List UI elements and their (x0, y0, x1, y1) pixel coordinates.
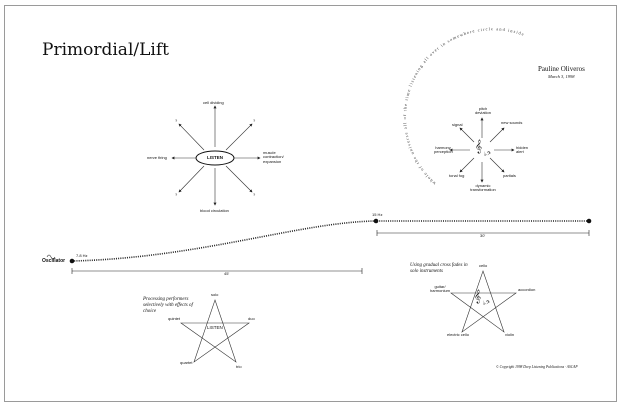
label-unknown-tl: ? (175, 118, 178, 123)
point-quartet: quartet (180, 360, 193, 365)
label-unknown-bl: ? (175, 192, 178, 197)
lift-node (373, 218, 379, 224)
label-tonal-fog: tonal fog (449, 173, 465, 178)
label-harmony-perception: harmony perception (434, 145, 453, 155)
label-dynamic-transformation: dynamic transformation (470, 183, 496, 193)
point-solo: solo (211, 292, 219, 297)
note-processing: Processing performers selectively with e… (143, 297, 193, 314)
start-frequency: 7.8 Hz (76, 253, 88, 258)
start-node (69, 258, 75, 264)
clef-diagram (449, 117, 515, 183)
point-duo: duo (248, 316, 255, 321)
point-cello: cello (479, 263, 488, 268)
treble-clef-icon: 𝄞 (475, 139, 483, 153)
point-accordion: accordion (518, 287, 536, 292)
ensemble-left-center: LISTEN (207, 325, 223, 330)
label-new-sounds: new sounds (501, 120, 523, 125)
point-quintet: quintet (168, 316, 181, 321)
listen-ellipse (195, 150, 235, 166)
point-violin: violin (505, 332, 515, 337)
arc-text-path: whole of the universe all of the time li… (402, 26, 525, 186)
label-cell-dividing: cell dividing (203, 100, 224, 105)
label-blood-circulation: blood circulation (200, 208, 229, 213)
duration-brackets (71, 230, 590, 274)
label-partials: partials (503, 173, 516, 178)
label-unknown-br: ? (253, 192, 256, 197)
sine-wave-icon (46, 254, 56, 260)
copyright-note: © Copyright 1998 Deep Listening Publicat… (496, 365, 578, 369)
label-pitch-deviation: pitch deviation (474, 106, 491, 116)
oscillator-label: Oscillator (42, 258, 66, 264)
label-muscle: muscle contraction/ expansion (263, 150, 284, 164)
right-treble-clef-icon: 𝄞 (474, 289, 482, 303)
right-bass-clef-icon: ♭𝄢 (483, 301, 490, 307)
note-crossfades: Using gradual cross fades in solo instru… (410, 263, 468, 274)
label-nerve-firing: nerve firing (147, 155, 167, 160)
point-electric-cello: electric cello (447, 332, 470, 337)
point-guitar-harmonium: guitar/ harmonium (430, 284, 451, 294)
arc-text: whole of the universe all of the time li… (402, 26, 526, 186)
oscillator-line (46, 218, 592, 264)
label-hidden-alert: hidden alert (516, 145, 529, 155)
lift-frequency: 15 Hz (372, 212, 383, 217)
label-signal: signal (452, 122, 463, 127)
listen-center-label: LISTEN (207, 155, 224, 160)
second-duration: 30' (480, 233, 486, 238)
first-duration: 45' (224, 271, 230, 276)
composition-date: March 3, 1998 (548, 74, 575, 79)
ensemble-right-star (450, 270, 517, 333)
end-node (586, 218, 592, 224)
score-page (4, 5, 617, 402)
page-title: Primordial/Lift (42, 40, 169, 60)
ensemble-left-star (180, 299, 250, 363)
bass-clef-icon: ♭𝄢 (484, 152, 491, 158)
listen-diagram (171, 105, 261, 206)
point-trio: trio (236, 364, 242, 369)
label-unknown-tr: ? (253, 118, 256, 123)
composer-name: Pauline Oliveros (538, 65, 585, 73)
